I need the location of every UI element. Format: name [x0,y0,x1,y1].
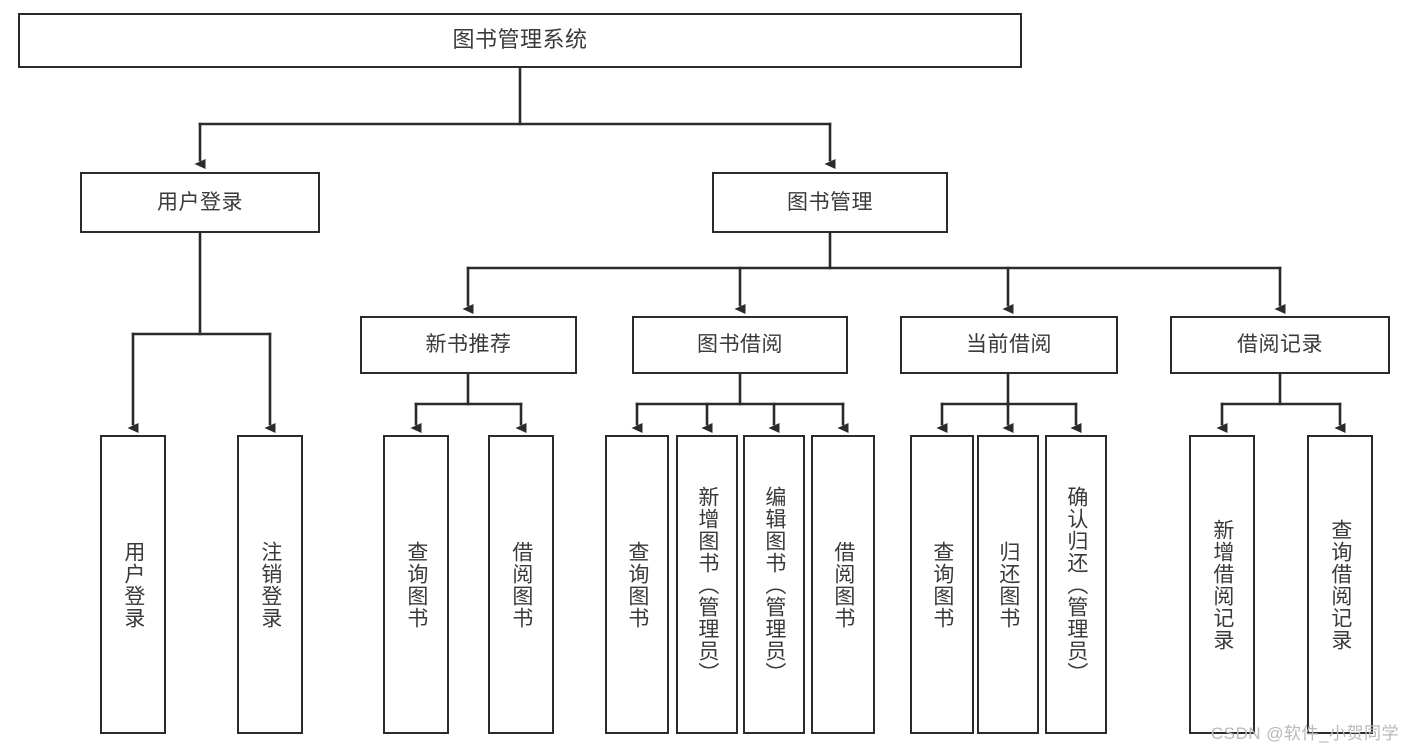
node-label: 借阅图书 [831,540,855,629]
node-label: 注销登录 [258,540,282,629]
node-current-borrow[interactable]: 当前借阅 [900,316,1118,374]
leaf-confirm-return[interactable]: 确认归还（管理员） [1045,435,1107,734]
node-label: 归还图书 [996,540,1020,629]
node-label: 查询借阅记录 [1328,518,1352,651]
node-root-book-management-system[interactable]: 图书管理系统 [18,13,1022,68]
node-label: 图书借阅 [697,333,783,357]
node-book-management[interactable]: 图书管理 [712,172,948,233]
leaf-add-book[interactable]: 新增图书（管理员） [676,435,738,734]
leaf-edit-book[interactable]: 编辑图书（管理员） [743,435,805,734]
leaf-query-book-current[interactable]: 查询图书 [910,435,974,734]
leaf-query-book-borrow[interactable]: 查询图书 [605,435,669,734]
leaf-user-login[interactable]: 用户登录 [100,435,166,734]
node-borrow-record[interactable]: 借阅记录 [1170,316,1390,374]
node-label: 用户登录 [121,540,145,629]
csdn-watermark: CSDN @软件_小贺同学 [1210,724,1399,743]
node-label: 确认归还（管理员） [1064,485,1088,684]
leaf-add-borrow-record[interactable]: 新增借阅记录 [1189,435,1255,734]
leaf-query-borrow-record[interactable]: 查询借阅记录 [1307,435,1373,734]
leaf-borrow-book[interactable]: 借阅图书 [811,435,875,734]
node-label: 用户登录 [157,190,243,214]
node-label: 当前借阅 [966,333,1052,357]
node-label: 查询图书 [625,540,649,629]
node-label: 新增图书（管理员） [695,485,719,684]
leaf-return-book[interactable]: 归还图书 [977,435,1039,734]
node-label: 借阅图书 [509,540,533,629]
node-label: 编辑图书（管理员） [762,485,786,684]
node-label: 查询图书 [404,540,428,629]
leaf-logout-login[interactable]: 注销登录 [237,435,303,734]
node-label: 查询图书 [930,540,954,629]
node-book-borrow[interactable]: 图书借阅 [632,316,848,374]
node-label: 新增借阅记录 [1210,518,1234,651]
node-label: 新书推荐 [425,333,512,357]
node-new-book-recommend[interactable]: 新书推荐 [360,316,577,374]
node-label: 图书管理系统 [452,27,588,53]
node-user-login[interactable]: 用户登录 [80,172,320,233]
node-label: 借阅记录 [1237,333,1323,357]
leaf-borrow-book-recommend[interactable]: 借阅图书 [488,435,554,734]
node-label: 图书管理 [787,190,873,214]
leaf-query-book-recommend[interactable]: 查询图书 [383,435,449,734]
